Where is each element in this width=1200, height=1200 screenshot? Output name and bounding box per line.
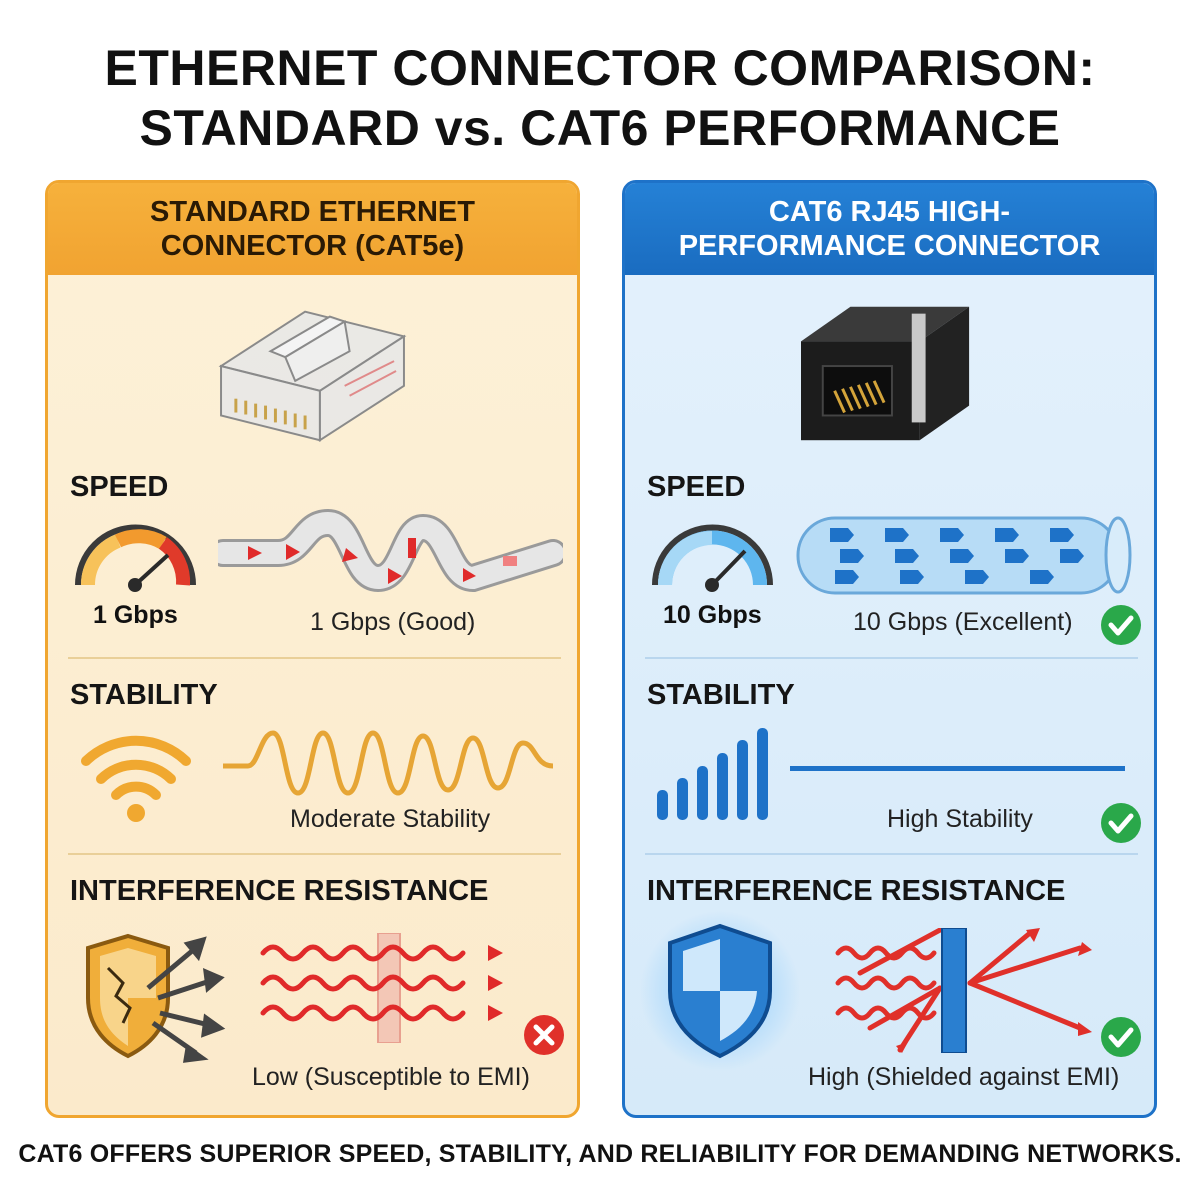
cat6-interference-caption: High (Shielded against EMI): [808, 1063, 1120, 1091]
standard-connector-panel: STANDARD ETHERNET CONNECTOR (CAT5e) SPEE…: [45, 180, 580, 1118]
standard-header-line-1: STANDARD ETHERNET: [150, 196, 475, 228]
cat6-speed-caption: 10 Gbps (Excellent): [853, 608, 1073, 636]
check-icon: [1101, 1017, 1141, 1057]
standard-divider-1: [68, 657, 561, 659]
cat6-divider-2: [645, 853, 1138, 855]
speedometer-icon: [652, 524, 773, 592]
cat6-divider-1: [645, 657, 1138, 659]
standard-stability-title: STABILITY: [70, 679, 218, 711]
standard-speed-value: 1 Gbps: [93, 601, 178, 629]
emi-blocked-icon: [835, 928, 1092, 1053]
check-icon: [1101, 803, 1141, 843]
page-title-line-2: STANDARD vs. CAT6 PERFORMANCE: [139, 100, 1061, 156]
standard-divider-2: [68, 853, 561, 855]
cat6-stability-caption: High Stability: [887, 805, 1033, 833]
page-title-line-1: ETHERNET CONNECTOR COMPARISON:: [104, 40, 1096, 96]
standard-panel-header: STANDARD ETHERNET CONNECTOR (CAT5e): [48, 183, 577, 275]
speedometer-icon: [75, 524, 196, 592]
emi-waves-icon: [260, 933, 503, 1043]
cat6-panel-header: CAT6 RJ45 HIGH- PERFORMANCE CONNECTOR: [625, 183, 1154, 275]
standard-stability-caption: Moderate Stability: [290, 805, 491, 833]
standard-speed-title: SPEED: [70, 471, 169, 503]
standard-interference-title: INTERFERENCE RESISTANCE: [70, 875, 489, 907]
cat6-header-line-2: PERFORMANCE CONNECTOR: [678, 230, 1101, 262]
winding-cable-icon: [218, 508, 563, 593]
check-icon: [1101, 605, 1141, 645]
page-title: ETHERNET CONNECTOR COMPARISON: STANDARD …: [0, 38, 1200, 158]
cat6-interference-title: INTERFERENCE RESISTANCE: [647, 875, 1066, 907]
cross-icon: [524, 1015, 564, 1055]
shield-icon: [640, 911, 800, 1071]
straight-cable-icon: [796, 516, 1132, 595]
wifi-icon: [81, 735, 191, 822]
cat6-connector-panel: CAT6 RJ45 HIGH- PERFORMANCE CONNECTOR SP…: [622, 180, 1157, 1118]
signal-bars-icon: [657, 728, 768, 820]
cat6-speed-title: SPEED: [647, 471, 746, 503]
standard-header-line-2: CONNECTOR (CAT5e): [160, 230, 465, 262]
cat6-stability-title: STABILITY: [647, 679, 795, 711]
cracked-shield-icon: [86, 933, 226, 1063]
cat6-header-line-1: CAT6 RJ45 HIGH-: [768, 196, 1011, 228]
cat6-speed-value: 10 Gbps: [663, 601, 762, 629]
keystone-jack-icon: [801, 306, 970, 441]
unstable-wave-icon: [223, 730, 553, 796]
standard-speed-caption: 1 Gbps (Good): [310, 608, 476, 636]
footer-summary: CAT6 OFFERS SUPERIOR SPEED, STABILITY, A…: [18, 1140, 1182, 1168]
rj45-plug-icon: [218, 310, 407, 443]
standard-interference-caption: Low (Susceptible to EMI): [252, 1063, 530, 1091]
stable-line-icon: [790, 766, 1125, 771]
